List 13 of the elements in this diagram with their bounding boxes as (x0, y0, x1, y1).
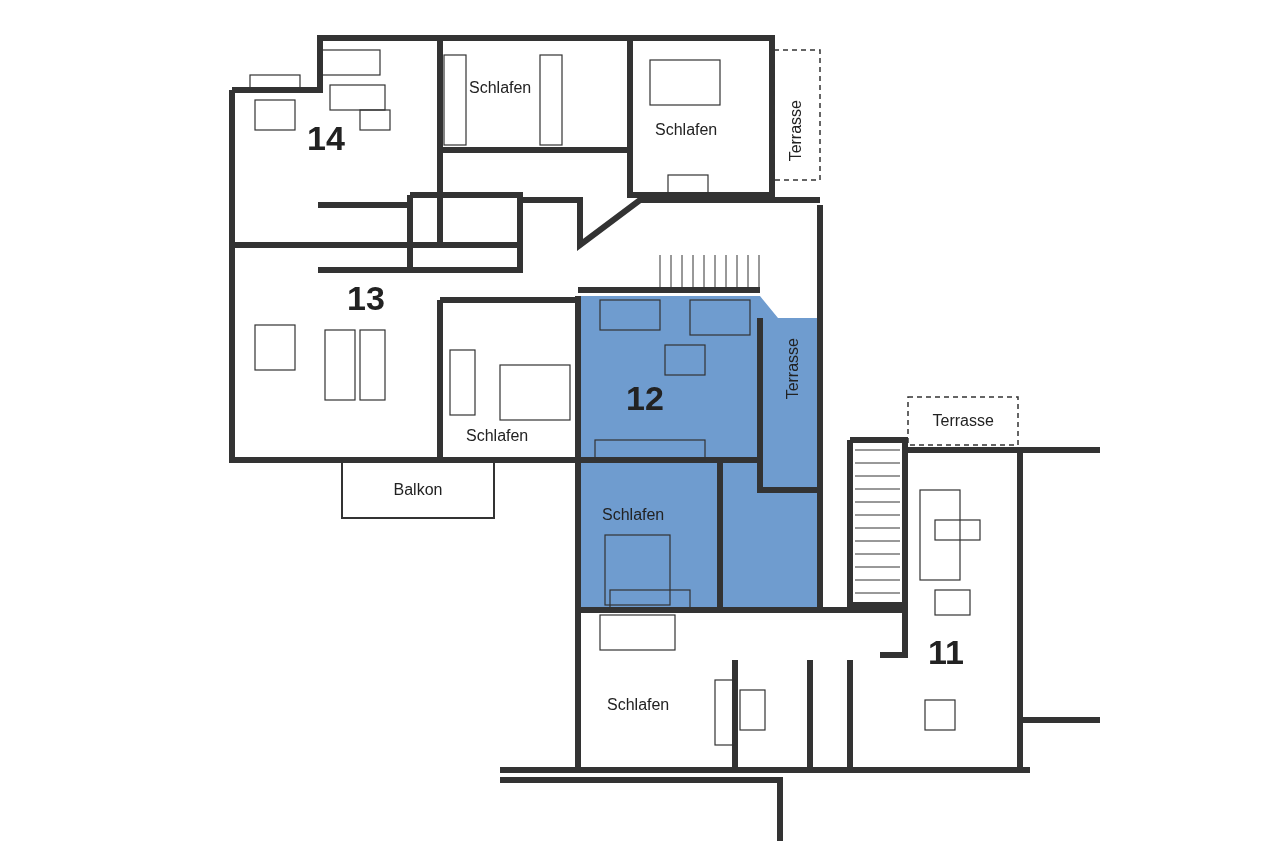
apartment-number: 11 (928, 635, 964, 669)
apartment-number: 13 (347, 281, 385, 315)
apartment-number: 14 (307, 121, 345, 155)
room-label: Schlafen (466, 428, 529, 444)
room-label: Schlafen (655, 122, 718, 138)
room-label: Terrasse (788, 99, 804, 161)
room-label: Balkon (393, 482, 443, 498)
room-label: Terrasse (785, 337, 801, 399)
room-label: Schlafen (602, 507, 665, 523)
room-label: Terrasse (932, 413, 994, 429)
room-label: Schlafen (607, 697, 670, 713)
room-label: Schlafen (469, 80, 532, 96)
apartment-number: 12 (626, 381, 664, 415)
